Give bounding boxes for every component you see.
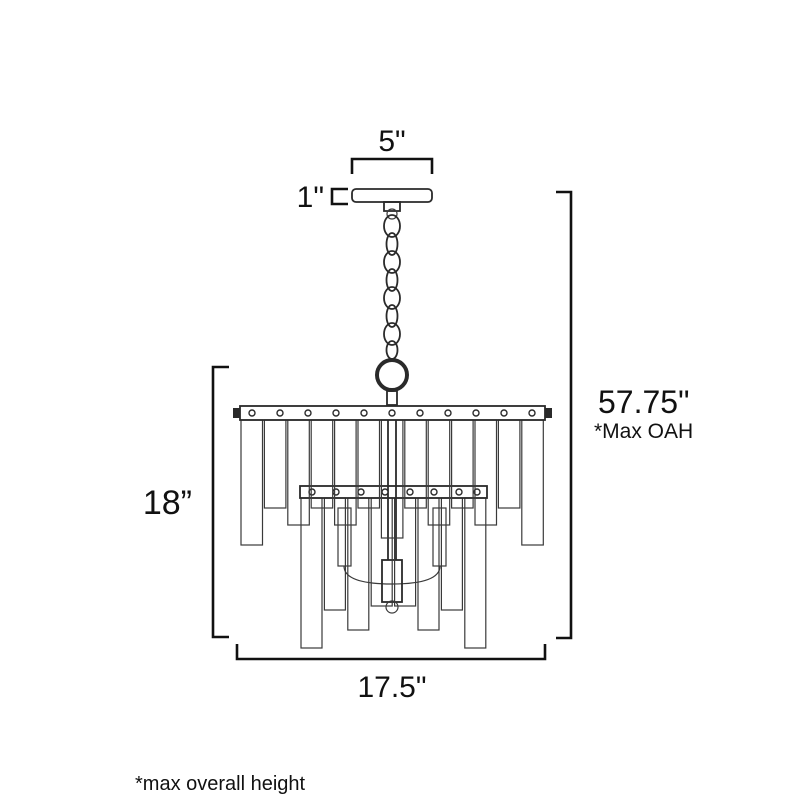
label-fixture-width: 17.5"	[357, 671, 426, 704]
second-tier-band	[299, 485, 488, 499]
dim-max-overall-height	[556, 190, 573, 640]
dim-fixture-height	[211, 365, 229, 639]
hanging-ring	[375, 358, 409, 406]
top-tier-band	[233, 405, 552, 421]
label-canopy-height: 1"	[297, 181, 324, 214]
label-canopy-width: 5"	[378, 125, 405, 158]
label-max-oah-note: *Max OAH	[594, 420, 693, 443]
canopy	[351, 188, 433, 212]
chain	[383, 208, 401, 360]
dim-fixture-width	[235, 644, 547, 661]
footnote-max-overall-height: *max overall height	[135, 773, 306, 795]
label-max-overall-height: 57.75"	[598, 384, 689, 420]
second-tier-panels	[300, 497, 487, 649]
dim-canopy-height	[330, 187, 348, 206]
dim-canopy-width	[350, 157, 434, 174]
label-fixture-height: 18”	[143, 484, 192, 522]
